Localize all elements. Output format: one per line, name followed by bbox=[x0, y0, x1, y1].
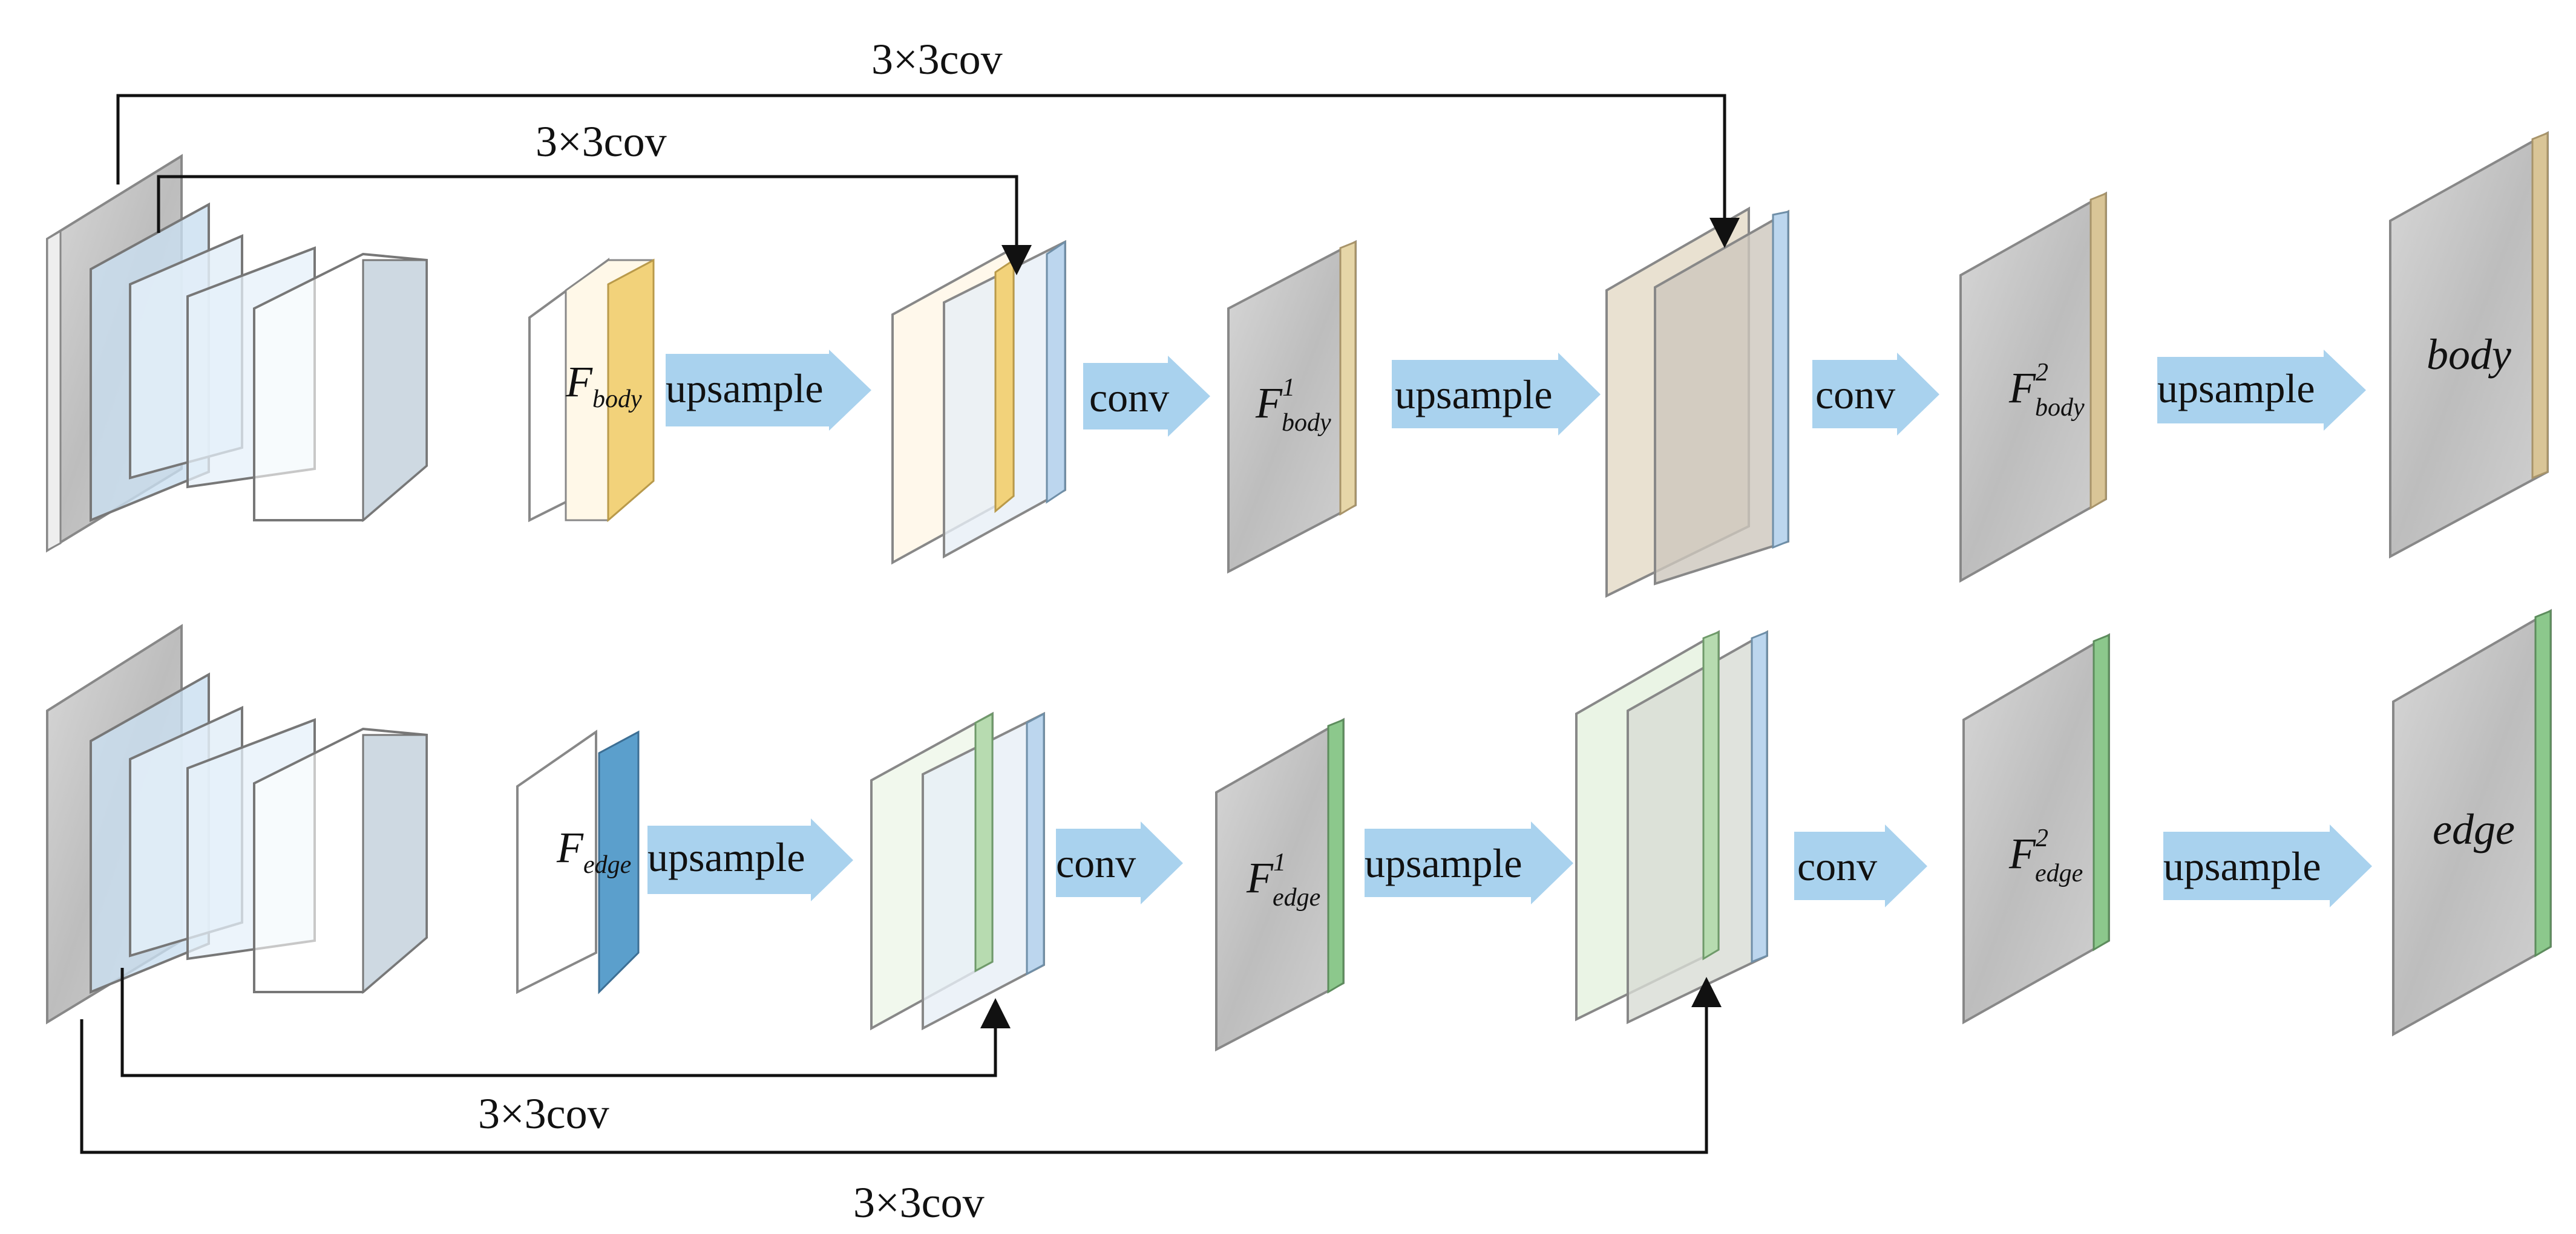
top-outer-skip-label: 3×3cov bbox=[871, 35, 1003, 83]
bottom-arrow-5-label: upsample bbox=[2163, 843, 2321, 889]
top-arrow-2 bbox=[1083, 356, 1210, 437]
bottom-feature-block: Fedge bbox=[516, 730, 640, 994]
top-arrows: upsample conv upsample conv upsample bbox=[666, 350, 2366, 437]
bottom-arrow-2 bbox=[1056, 821, 1183, 904]
top-arrow-4-label: conv bbox=[1815, 371, 1895, 417]
top-feature-block: Fbody bbox=[528, 258, 655, 523]
bottom-output-label: edge bbox=[2433, 805, 2515, 854]
top-arrow-5 bbox=[2157, 350, 2366, 431]
top-feature-label: Fbody bbox=[565, 357, 642, 413]
bottom-arrow-5 bbox=[2163, 824, 2372, 907]
top-output-label: body bbox=[2427, 330, 2511, 379]
top-feature-accent bbox=[607, 258, 655, 523]
top-inner-skip-label: 3×3cov bbox=[536, 117, 667, 166]
bottom-arrow-3-label: upsample bbox=[1365, 840, 1522, 886]
bottom-skip-connections: 3×3cov 3×3cov bbox=[80, 968, 1722, 1227]
top-arrow-4 bbox=[1812, 353, 1939, 436]
top-arrow-2-label: conv bbox=[1089, 374, 1169, 420]
top-encoder-stack bbox=[46, 154, 428, 553]
bottom-arrow-2-label: conv bbox=[1056, 840, 1136, 886]
bottom-outer-skip-line bbox=[80, 977, 1722, 1154]
top-arrow-5-label: upsample bbox=[2157, 365, 2315, 411]
bottom-inner-skip-line bbox=[120, 968, 1011, 1077]
bottom-feature-label: Fedge bbox=[556, 823, 631, 879]
bottom-encoder-stack bbox=[46, 624, 428, 1025]
bottom-arrows: upsample conv upsample conv upsample bbox=[647, 818, 2372, 907]
bottom-arrow-1-label: upsample bbox=[647, 834, 805, 880]
bottom-arrow-1 bbox=[647, 818, 853, 901]
top-outer-skip-line bbox=[116, 94, 1740, 248]
bottom-arrow-3 bbox=[1365, 821, 1573, 904]
top-inner-skip-line bbox=[157, 175, 1032, 275]
top-output-block: body bbox=[2389, 131, 2549, 559]
bottom-arrow-4 bbox=[1794, 824, 1927, 907]
top-skip-connections: 3×3cov 3×3cov bbox=[116, 35, 1740, 275]
bottom-concat-stack-1 bbox=[870, 711, 1045, 1031]
top-arrow-3 bbox=[1392, 353, 1601, 436]
top-arrow-1 bbox=[666, 350, 871, 431]
top-concat-stack-2 bbox=[1605, 206, 1789, 598]
top-arrow-3-label: upsample bbox=[1395, 371, 1553, 417]
bottom-concat-stack-2 bbox=[1575, 630, 1768, 1025]
bottom-feature-accent bbox=[598, 730, 640, 994]
bottom-outer-skip-label: 3×3cov bbox=[853, 1178, 985, 1227]
bottom-inner-skip-label: 3×3cov bbox=[478, 1089, 609, 1138]
top-arrow-1-label: upsample bbox=[666, 365, 824, 411]
bottom-output-block: edge bbox=[2392, 609, 2552, 1037]
top-concat-stack-1 bbox=[891, 240, 1066, 565]
bottom-arrow-4-label: conv bbox=[1797, 843, 1877, 889]
